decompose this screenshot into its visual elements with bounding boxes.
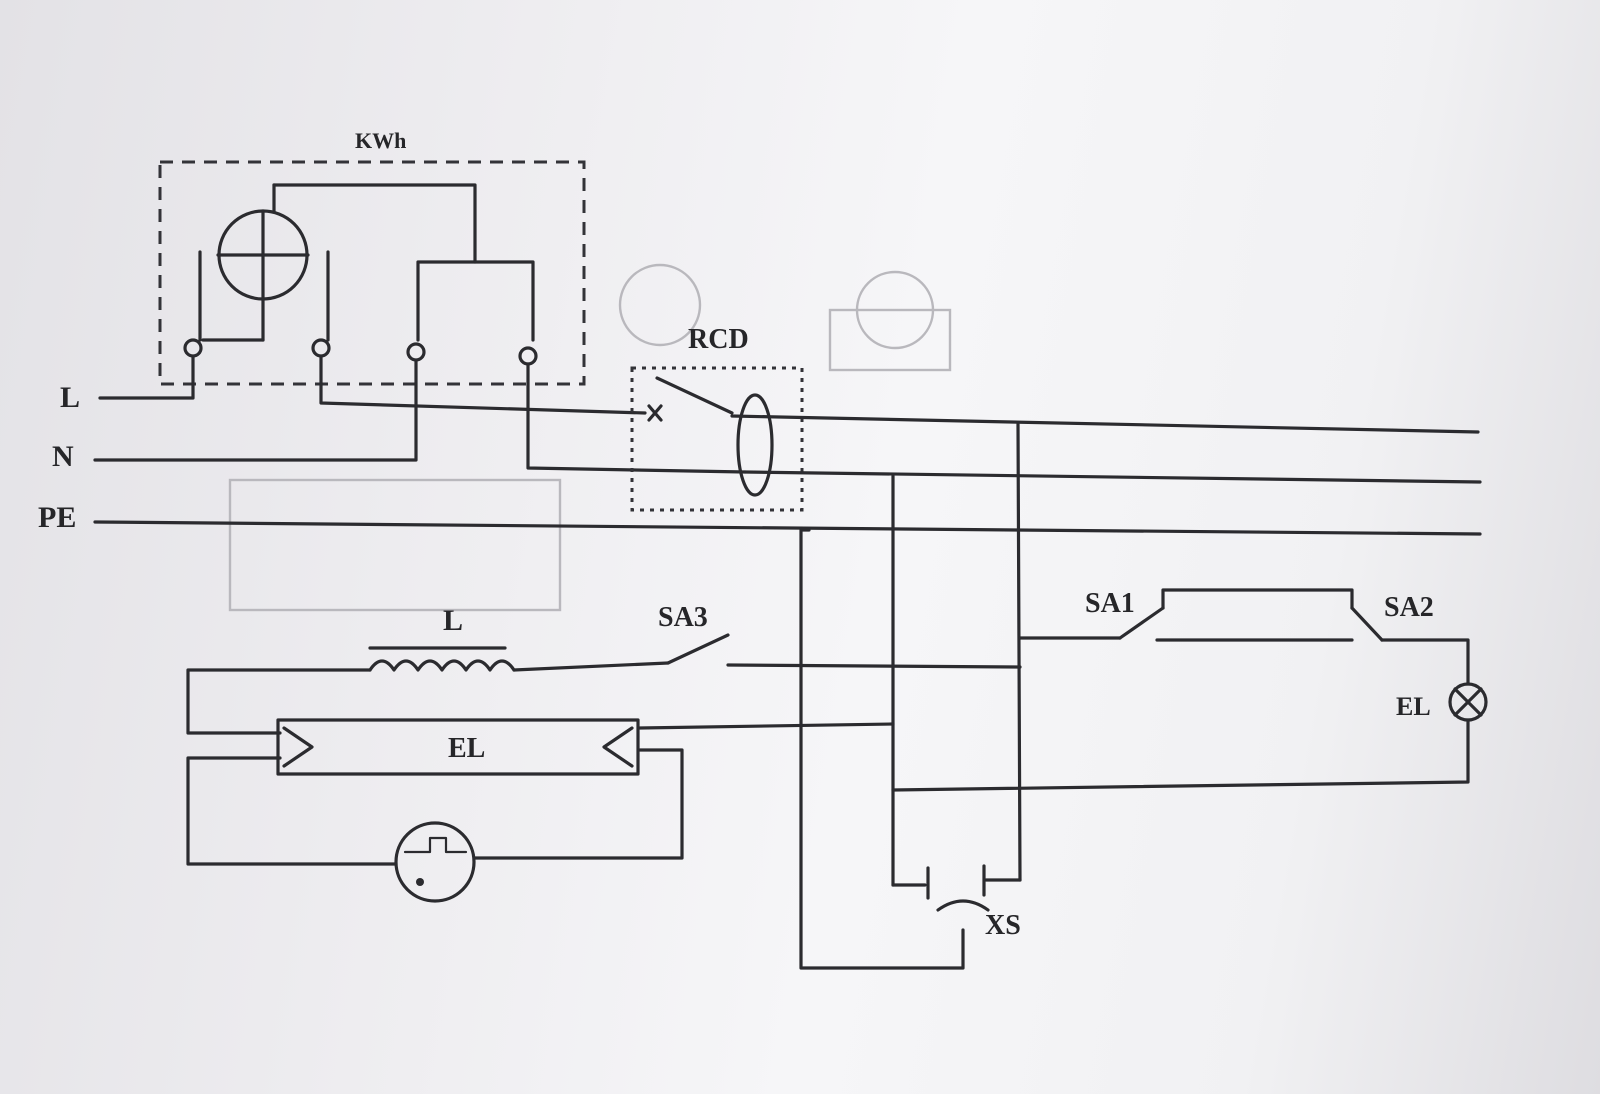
distribution-lines xyxy=(730,414,1482,484)
rcd-enclosure xyxy=(630,366,804,512)
ballast-label: L xyxy=(443,604,463,637)
two-way-lamp-circuit: SA1 SA2 EL xyxy=(891,588,1488,792)
fluorescent-tube xyxy=(276,718,640,776)
branch-wiring xyxy=(799,422,1022,970)
meter-terminal-3 xyxy=(406,342,426,362)
starter-contact xyxy=(403,836,468,854)
meter-terminal-1 xyxy=(183,338,203,358)
sa2-switch-blade xyxy=(1350,606,1384,642)
meter-enclosure xyxy=(158,160,586,386)
sa3-label: SA3 xyxy=(658,602,708,633)
meter-terminal-2 xyxy=(311,338,331,358)
rcd-contact-blade xyxy=(655,376,734,415)
tube-label: EL xyxy=(448,733,485,764)
rcd-current-transformer xyxy=(736,393,774,497)
fluorescent-lamp-circuit: L SA3 EL xyxy=(186,602,1022,903)
line-label-l: L xyxy=(60,381,80,414)
sa1-switch-blade xyxy=(1118,606,1165,640)
energy-meter: KWh xyxy=(158,128,586,386)
neutral-bus xyxy=(743,470,1482,484)
ballast-coil xyxy=(368,659,516,672)
socket-xs: XS xyxy=(891,864,1022,941)
rcd: RCD xyxy=(630,324,804,512)
sa1-label: SA1 xyxy=(1085,588,1135,619)
supply-wiring xyxy=(93,355,1482,536)
starter-symbol xyxy=(394,821,476,903)
sa2-label: SA2 xyxy=(1384,592,1434,623)
rcd-label: RCD xyxy=(688,324,749,355)
line-label-n: N xyxy=(52,440,74,473)
line-label-pe: PE xyxy=(38,501,76,534)
live-bus xyxy=(730,414,1480,434)
meter-label: KWh xyxy=(355,128,406,153)
background-bleedthrough xyxy=(228,263,952,612)
sa3-switch-blade xyxy=(666,633,730,665)
socket-label: XS xyxy=(985,910,1021,941)
lamp-label: EL xyxy=(1396,692,1431,721)
meter-terminal-4 xyxy=(518,346,538,366)
pe-conductor xyxy=(93,520,1482,536)
